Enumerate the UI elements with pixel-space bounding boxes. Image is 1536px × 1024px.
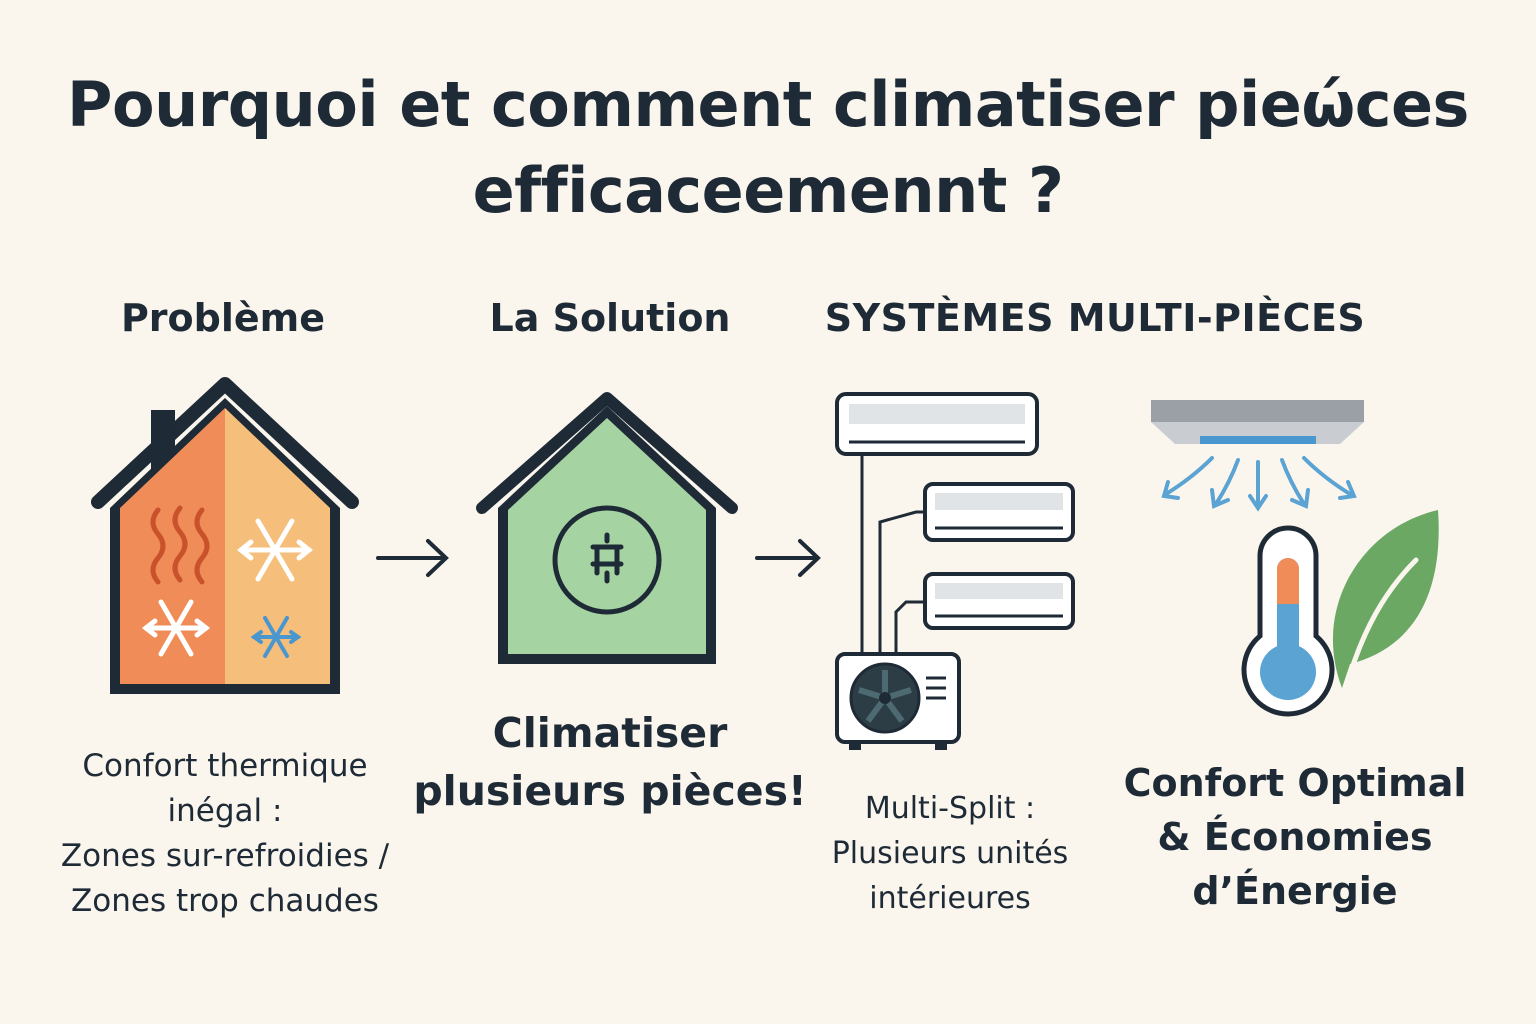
caption-line: d’Énergie [1192, 869, 1398, 913]
snowflake-icon [250, 616, 302, 658]
caption-confort: Confort Optimal & Économies d’Énergie [1110, 756, 1480, 918]
wall-ac-unit-icon [835, 392, 1039, 456]
caption-line: Zones trop chaudes [71, 883, 379, 919]
heat-waves-icon [150, 505, 210, 585]
caption-line: intérieures [869, 881, 1031, 916]
house-plug-icon [476, 392, 738, 664]
airflow-arrows [1161, 456, 1357, 512]
caption-solution: Climatiser plusieurs pièces! [400, 704, 820, 820]
heading-systemes: SYSTÈMES MULTI-PIÈCES [824, 296, 1366, 340]
ceiling-vent-icon [1151, 400, 1364, 444]
wall-ac-unit-icon [923, 482, 1075, 542]
page-title: Pourquoi et comment climatiser pieώces e… [0, 62, 1536, 234]
house-split-icon [91, 377, 359, 694]
outdoor-unit-icon [835, 652, 961, 750]
heading-solution: La Solution [489, 296, 731, 340]
leaf-icon [1332, 510, 1439, 691]
caption-line: & Économies [1157, 815, 1433, 859]
caption-line: Zones sur-refroidies / [60, 838, 390, 874]
heading-probleme: Problème [120, 296, 326, 340]
caption-line: Plusieurs unités [831, 836, 1069, 871]
caption-probleme: Confort thermique inégal : Zones sur-ref… [40, 744, 410, 924]
snowflake-icon [236, 518, 314, 582]
caption-line: Multi-Split : [864, 791, 1036, 826]
refrigerant-pipes [860, 454, 925, 656]
snowflake-icon [141, 599, 211, 657]
caption-line: inégal : [167, 793, 283, 829]
title-line-1: Pourquoi et comment climatiser pieώces [67, 68, 1469, 141]
arrow-right-icon [376, 539, 449, 577]
caption-line: Climatiser [492, 709, 728, 757]
wall-ac-unit-icon [923, 572, 1075, 630]
thermometer-icon [1241, 525, 1335, 717]
caption-line: Confort thermique [82, 748, 368, 784]
title-line-2: efficaceemennt ? [472, 154, 1064, 227]
caption-line: Confort Optimal [1123, 761, 1467, 805]
caption-multisplit: Multi-Split : Plusieurs unités intérieur… [800, 786, 1100, 921]
arrow-right-icon [755, 539, 821, 577]
caption-line: plusieurs pièces! [413, 767, 807, 815]
